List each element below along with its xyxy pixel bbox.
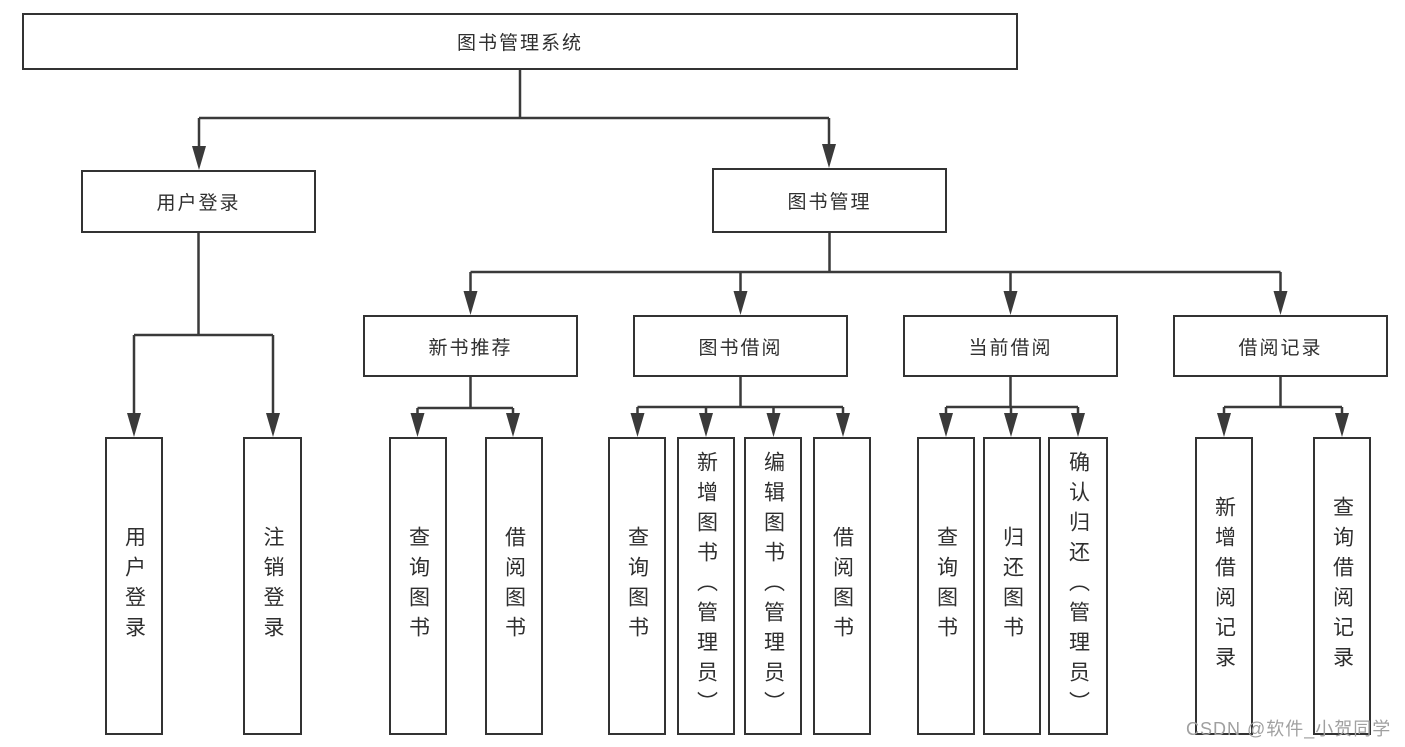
leaf-add-borrow-record-label: 新增借阅记录 (1212, 496, 1236, 676)
node-new-book-recommend-label: 新书推荐 (428, 337, 513, 359)
node-book-borrowing: 图书借阅 (633, 315, 848, 377)
leaf-borrow-books-label: 借阅图书 (830, 526, 854, 646)
leaf-borrow-books-recommend: 借阅图书 (485, 437, 543, 735)
node-book-management-label: 图书管理 (787, 192, 872, 213)
leaf-query-borrow-record-label: 查询借阅记录 (1330, 496, 1354, 676)
leaf-query-borrow-record: 查询借阅记录 (1313, 437, 1371, 735)
leaf-edit-books-admin: 编辑图书（管理员） (744, 437, 802, 735)
leaf-query-books-current: 查询图书 (917, 437, 975, 735)
watermark: CSDN @软件_小贺同学 (1186, 719, 1392, 739)
node-user-login: 用户登录 (81, 170, 316, 233)
node-root: 图书管理系统 (22, 13, 1018, 70)
leaf-logout: 注销登录 (243, 437, 302, 735)
leaf-add-books-admin-label: 新增图书（管理员） (694, 451, 718, 721)
tree-edges (132, 70, 1344, 417)
node-new-book-recommend: 新书推荐 (363, 315, 578, 377)
leaf-user-login: 用户登录 (105, 437, 163, 735)
node-borrowing-records: 借阅记录 (1173, 315, 1388, 377)
node-current-borrowing: 当前借阅 (903, 315, 1118, 377)
leaf-borrow-books-recommend-label: 借阅图书 (502, 526, 526, 646)
node-user-login-label: 用户登录 (156, 193, 241, 214)
leaf-query-books-current-label: 查询图书 (934, 526, 958, 646)
node-book-borrowing-label: 图书借阅 (698, 337, 783, 359)
leaf-edit-books-admin-label: 编辑图书（管理员） (761, 451, 785, 721)
leaf-user-login-label: 用户登录 (122, 526, 146, 646)
leaf-query-books-recommend: 查询图书 (389, 437, 447, 735)
leaf-query-books-recommend-label: 查询图书 (406, 526, 430, 646)
leaf-confirm-return-admin: 确认归还（管理员） (1048, 437, 1108, 735)
leaf-query-books-borrowing-label: 查询图书 (625, 526, 649, 646)
leaf-return-books: 归还图书 (983, 437, 1041, 735)
leaf-add-borrow-record: 新增借阅记录 (1195, 437, 1253, 735)
leaf-confirm-return-admin-label: 确认归还（管理员） (1066, 451, 1090, 721)
leaf-return-books-label: 归还图书 (1000, 526, 1024, 646)
leaf-add-books-admin: 新增图书（管理员） (677, 437, 735, 735)
leaf-borrow-books: 借阅图书 (813, 437, 871, 735)
leaf-query-books-borrowing: 查询图书 (608, 437, 666, 735)
node-root-label: 图书管理系统 (456, 33, 583, 54)
node-borrowing-records-label: 借阅记录 (1238, 337, 1323, 359)
leaf-logout-label: 注销登录 (261, 526, 284, 646)
node-book-management: 图书管理 (712, 168, 947, 233)
node-current-borrowing-label: 当前借阅 (968, 337, 1053, 359)
